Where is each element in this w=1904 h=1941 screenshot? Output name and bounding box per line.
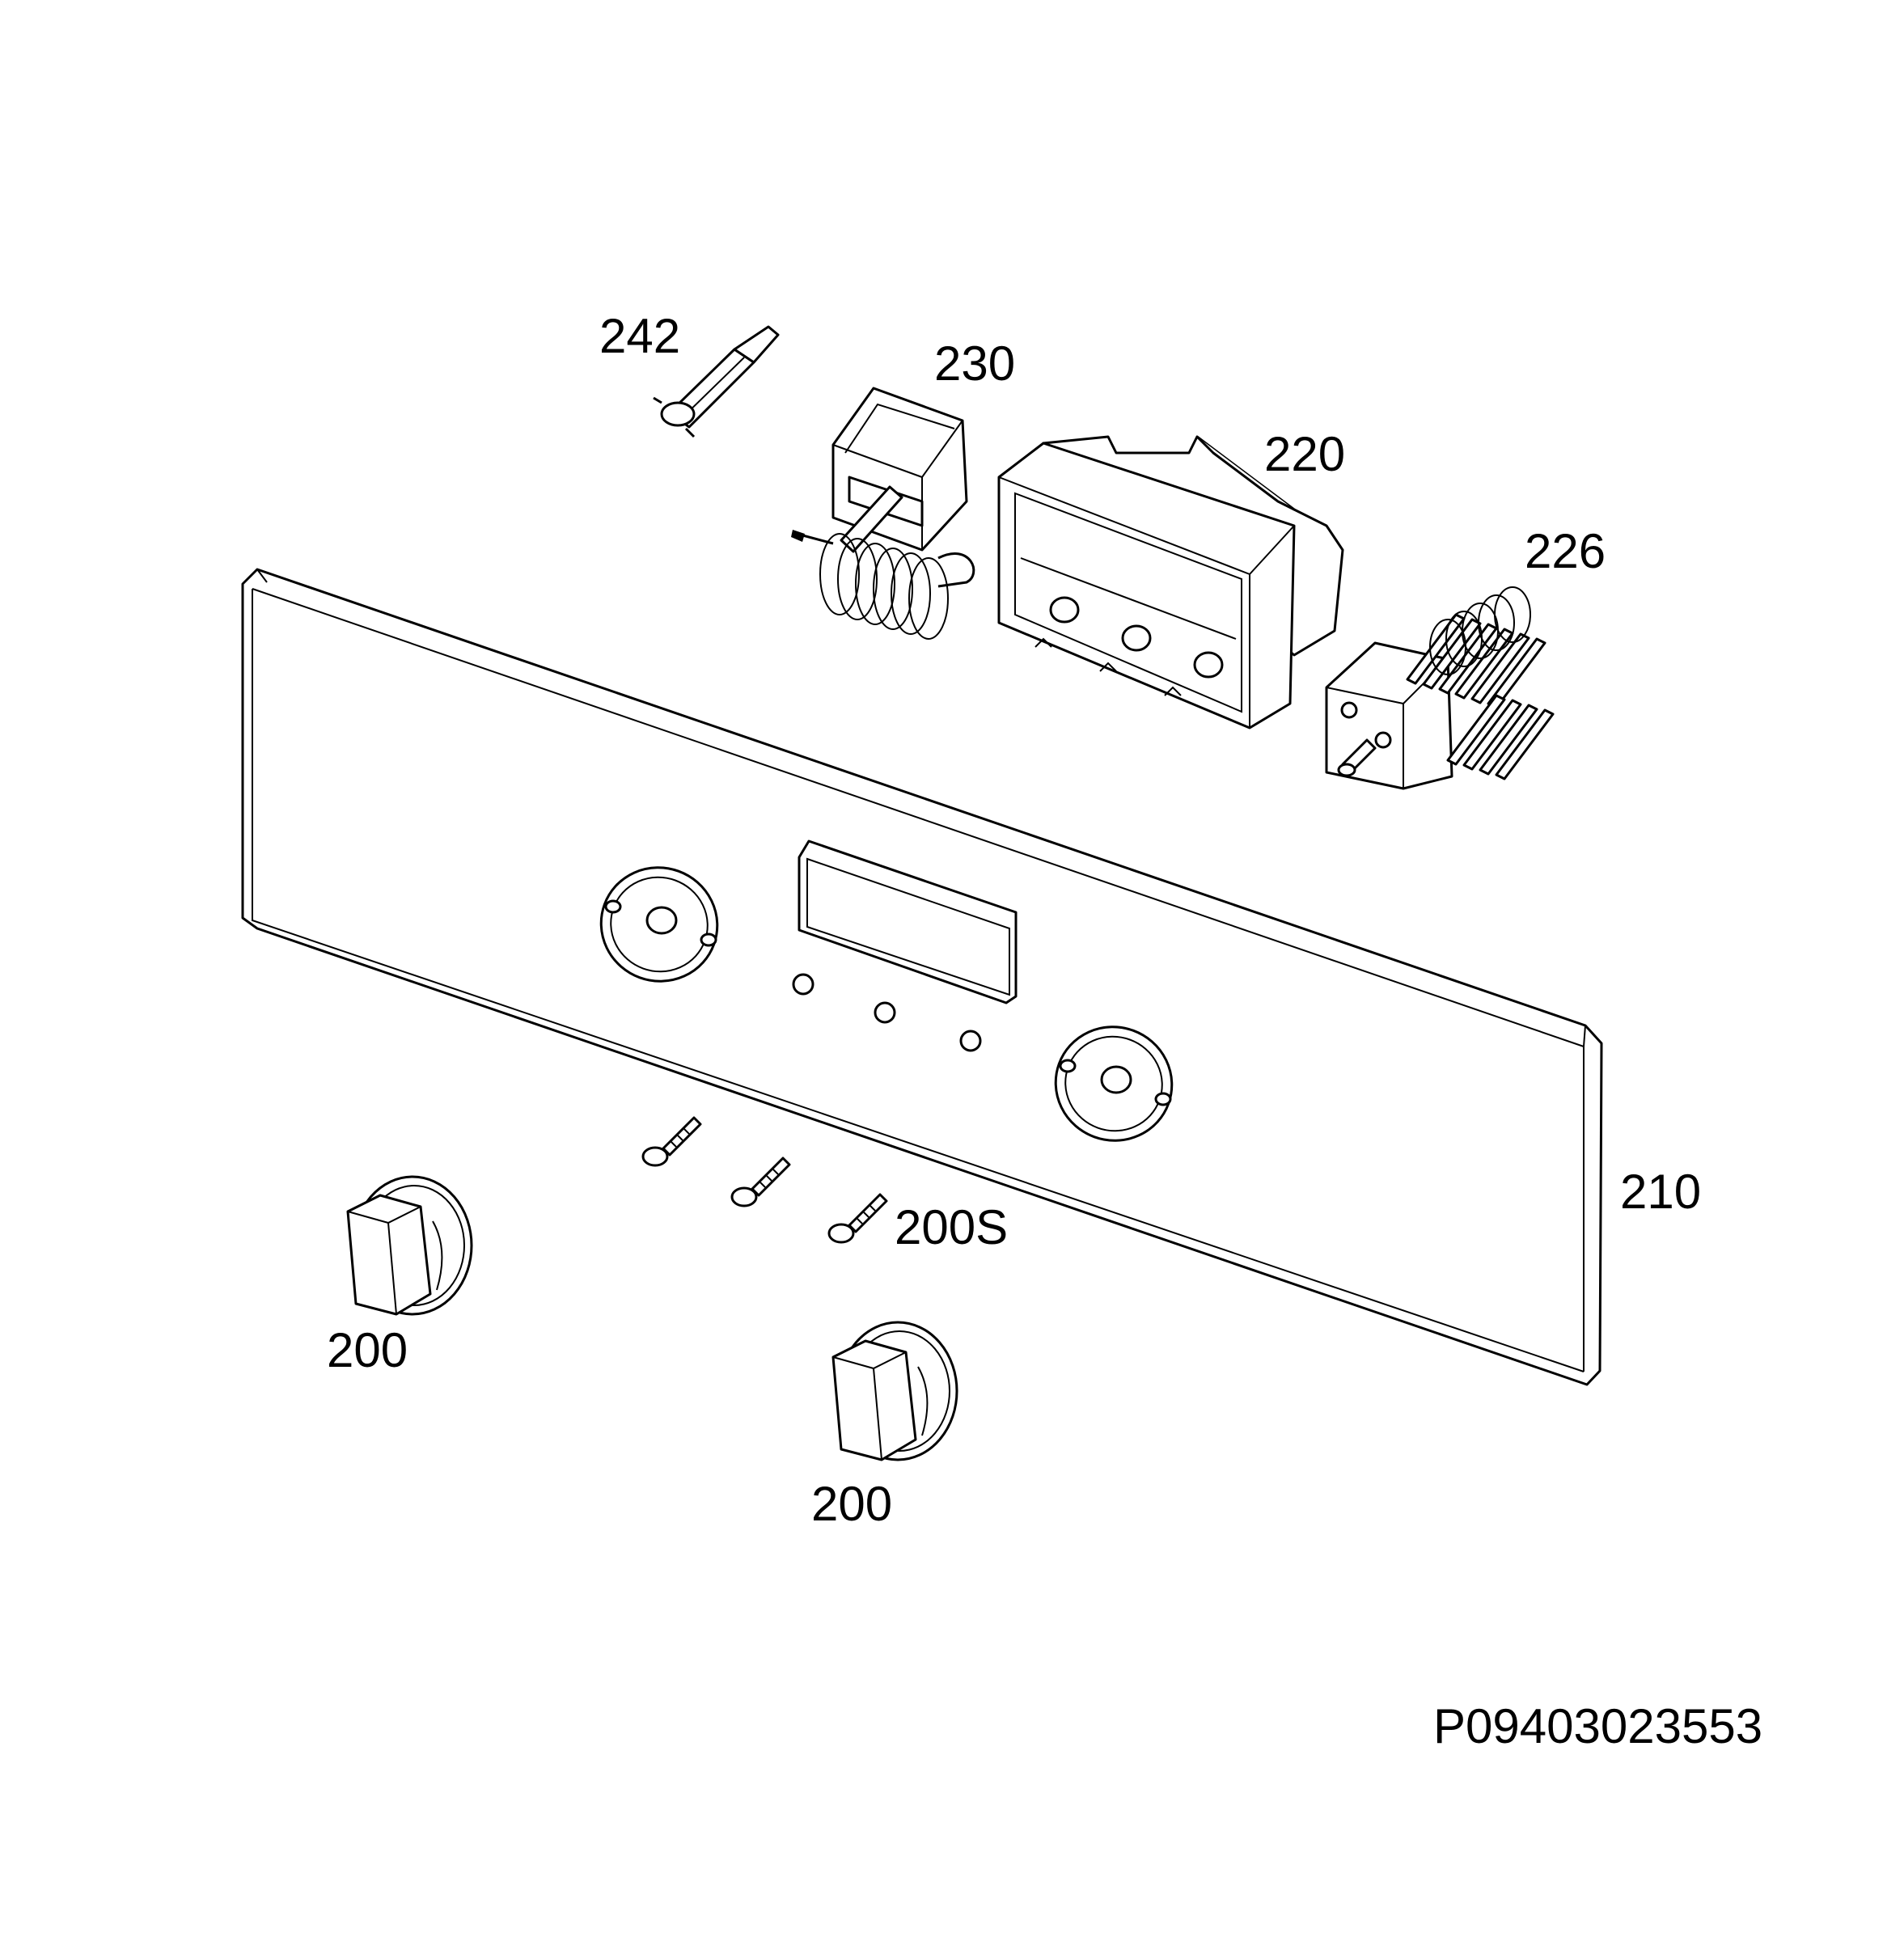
screw-2 (730, 1157, 791, 1207)
push-buttons (792, 973, 982, 1052)
part-210-control-panel (241, 568, 1603, 1386)
right-knob-recess (1054, 1025, 1174, 1142)
label-230: 230 (934, 336, 1015, 391)
part-220-display-frame (997, 435, 1344, 729)
label-200-center: 200 (811, 1477, 892, 1531)
display-window (798, 839, 1018, 1004)
label-226: 226 (1525, 524, 1606, 578)
label-200-left: 200 (327, 1323, 408, 1377)
label-242: 242 (599, 309, 680, 363)
label-200s: 200S (895, 1200, 1008, 1254)
part-200-knob-left (346, 1175, 473, 1316)
drawing-number: P09403023553 (1433, 1699, 1762, 1753)
part-230-thermostat (791, 387, 975, 640)
part-242-fuse (653, 325, 780, 438)
part-200-knob-center (831, 1321, 958, 1461)
part-200s-screws (641, 1116, 888, 1244)
label-220: 220 (1264, 427, 1345, 481)
part-226-selector-switch (1325, 586, 1555, 790)
label-210: 210 (1620, 1165, 1701, 1219)
left-knob-recess (599, 866, 719, 983)
screw-3 (827, 1193, 888, 1244)
screw-1 (641, 1116, 702, 1167)
